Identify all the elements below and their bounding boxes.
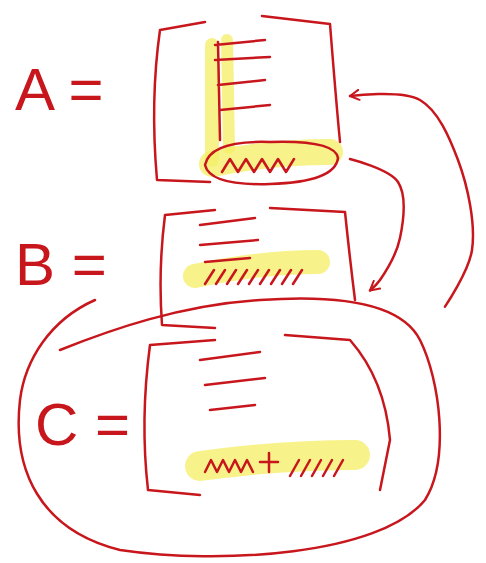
curved-arrow <box>350 94 473 307</box>
pen-stroke <box>222 159 294 172</box>
matrix-b: B = <box>10 200 370 335</box>
matrix-name: C = <box>35 395 130 455</box>
pen-stroke <box>205 45 219 160</box>
matrix-c: C = <box>5 285 445 555</box>
pen-stroke <box>290 460 343 476</box>
pen-stroke <box>262 16 340 142</box>
pen-stroke <box>154 22 210 182</box>
pen-stroke <box>227 40 229 148</box>
pen-stroke <box>270 208 355 300</box>
pen-stroke <box>285 335 390 490</box>
pen-stroke <box>260 453 278 472</box>
curved-arrow <box>350 159 404 290</box>
matrix-a: A = <box>10 15 350 195</box>
matrix-name: A = <box>15 60 103 120</box>
pen-stroke <box>205 142 338 184</box>
pen-stroke <box>215 40 270 140</box>
pen-stroke <box>205 460 253 472</box>
pen-stroke <box>200 352 265 410</box>
matrix-name: B = <box>15 235 107 295</box>
pen-stroke <box>19 298 440 556</box>
pen-stroke <box>200 218 258 262</box>
pen-stroke <box>205 270 302 284</box>
